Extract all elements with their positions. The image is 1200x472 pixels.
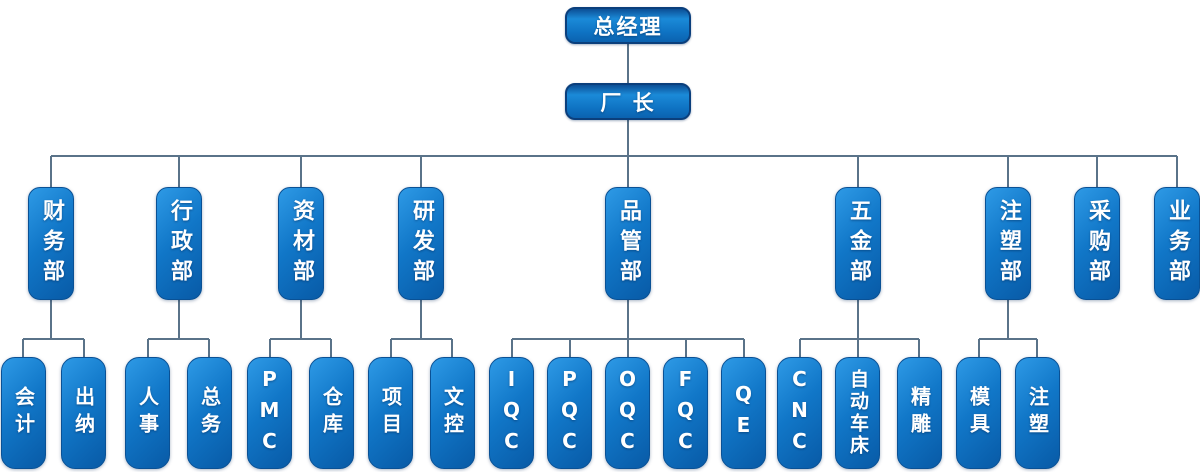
org-node-fqc: FQC: [663, 357, 708, 469]
org-node-qe: QE: [721, 357, 766, 469]
org-node-warehouse: 仓库: [309, 357, 354, 469]
org-node-label: 注塑部: [996, 198, 1021, 289]
org-node-label: 注塑: [1025, 386, 1050, 440]
org-node-label: 研发部: [409, 198, 434, 289]
org-node-label: 财务部: [39, 198, 64, 289]
org-node-materials-dept: 资材部: [278, 187, 324, 300]
org-node-label: FQC: [673, 366, 698, 460]
org-node-finance-dept: 财务部: [28, 187, 74, 300]
org-node-label: 自动车床: [847, 369, 869, 457]
org-node-doc-control: 文控: [430, 357, 475, 469]
org-node-mold: 模具: [956, 357, 1001, 469]
org-node-rnd-dept: 研发部: [398, 187, 444, 300]
org-node-label: 仓库: [319, 386, 344, 440]
org-node-hardware-dept: 五金部: [835, 187, 881, 300]
org-node-label: 采购部: [1085, 198, 1110, 289]
org-node-injection-dept: 注塑部: [985, 187, 1031, 300]
org-node-iqc: IQC: [489, 357, 534, 469]
org-node-quality-dept: 品管部: [605, 187, 651, 300]
org-node-project: 项目: [368, 357, 413, 469]
org-node-general-affairs: 总务: [187, 357, 232, 469]
org-node-purchasing-dept: 采购部: [1074, 187, 1120, 300]
org-node-label: 五金部: [846, 198, 871, 289]
org-node-pmc: PMC: [247, 357, 292, 469]
org-node-general-manager: 总经理: [565, 7, 691, 44]
org-node-label: CNC: [787, 366, 812, 460]
org-node-injection-molding: 注塑: [1015, 357, 1060, 469]
org-node-cnc: CNC: [777, 357, 822, 469]
org-node-factory-director: 厂 长: [565, 83, 691, 120]
org-node-label: QE: [731, 382, 756, 444]
org-node-label: 精雕: [907, 386, 932, 440]
org-node-admin-dept: 行政部: [156, 187, 202, 300]
org-node-label: 总务: [197, 386, 222, 440]
org-node-accounting: 会计: [1, 357, 46, 469]
org-node-label: 总经理: [593, 14, 663, 39]
org-node-label: 资材部: [289, 198, 314, 289]
org-node-label: IQC: [499, 366, 524, 460]
org-node-hr: 人事: [125, 357, 170, 469]
org-node-label: PQC: [557, 366, 582, 460]
org-node-label: PMC: [257, 366, 282, 460]
org-node-label: OQC: [615, 366, 640, 460]
org-node-label: 会计: [11, 386, 36, 440]
org-node-label: 出纳: [71, 386, 96, 440]
org-node-label: 模具: [966, 386, 991, 440]
org-node-oqc: OQC: [605, 357, 650, 469]
org-node-label: 项目: [378, 386, 403, 440]
org-node-label: 业务部: [1165, 198, 1190, 289]
org-node-label: 品管部: [616, 198, 641, 289]
org-node-auto-lathe: 自动车床: [835, 357, 880, 469]
org-node-cashier: 出纳: [61, 357, 106, 469]
org-node-engraving: 精雕: [897, 357, 942, 469]
org-node-label: 人事: [135, 386, 160, 440]
org-node-label: 文控: [440, 386, 465, 440]
org-node-pqc: PQC: [547, 357, 592, 469]
org-node-label: 行政部: [167, 198, 192, 289]
org-node-business-dept: 业务部: [1154, 187, 1200, 300]
org-node-label: 厂 长: [600, 90, 656, 115]
